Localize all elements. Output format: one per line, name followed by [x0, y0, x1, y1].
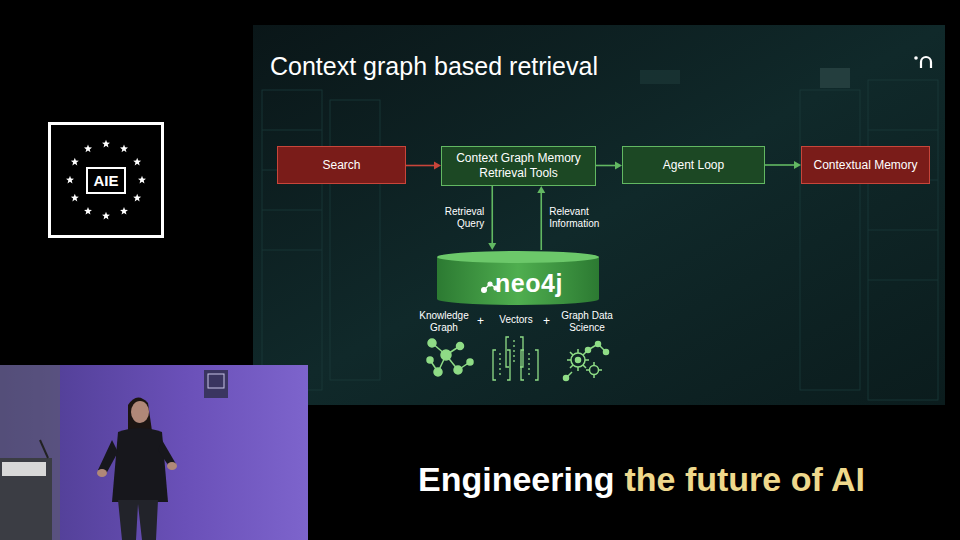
event-logo: AIE	[48, 122, 164, 238]
plus-sign: +	[543, 314, 550, 328]
box-label: Context Graph Memory Retrieval Tools	[450, 151, 587, 181]
box-label: Search	[322, 158, 360, 173]
slide-title: Context graph based retrieval	[270, 52, 598, 81]
knowledge-graph-icon	[427, 339, 473, 376]
brand-icon	[914, 56, 931, 68]
graph-data-science-icon	[564, 342, 609, 381]
process-box: Agent Loop	[622, 146, 765, 184]
connector-arrow	[765, 161, 801, 169]
speaker-video	[0, 365, 308, 540]
connector-arrow	[596, 162, 622, 170]
cylinder-body	[437, 257, 599, 305]
output-box: Contextual Memory	[801, 146, 930, 184]
edge-label: Relevant Information	[549, 206, 609, 230]
slide-background	[253, 25, 945, 405]
cylinder-top	[437, 251, 599, 263]
component-label: Graph Data Science	[556, 310, 618, 334]
plus-sign: +	[477, 314, 484, 328]
box-label: Contextual Memory	[813, 158, 917, 173]
connector-arrow	[537, 186, 545, 250]
tagline-part: the future of AI	[624, 460, 865, 498]
connector-arrow	[406, 162, 441, 170]
input-box: Search	[277, 146, 406, 184]
tagline: Engineering the future of AI	[418, 460, 865, 499]
database-name: neo4j	[495, 269, 563, 298]
box-label: Agent Loop	[663, 158, 724, 173]
component-label: Vectors	[494, 314, 538, 326]
database-cylinder: neo4j	[436, 250, 600, 306]
logo-text: AIE	[86, 167, 125, 194]
process-box: Context Graph Memory Retrieval Tools	[441, 146, 596, 186]
server-racks	[262, 68, 938, 400]
connector-arrow	[488, 186, 496, 250]
vectors-icon	[493, 337, 538, 380]
component-label: Knowledge Graph	[414, 310, 474, 334]
edge-label: Retrieval Query	[424, 206, 484, 230]
tagline-part: Engineering	[418, 460, 614, 498]
